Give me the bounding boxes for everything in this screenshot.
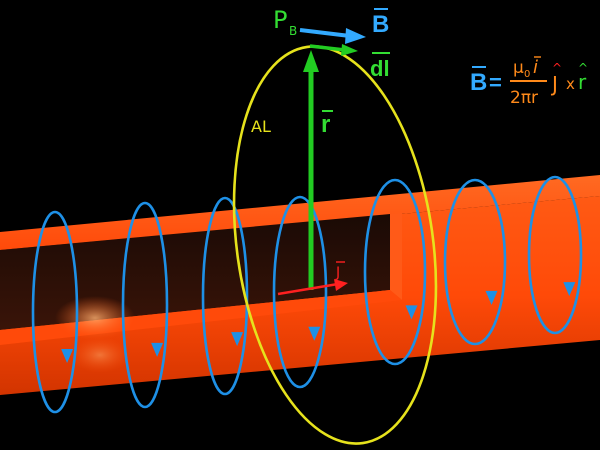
point-label: P xyxy=(273,6,287,34)
field-vector-arrowhead xyxy=(345,28,366,44)
j-hat-caret: ^ xyxy=(552,61,562,75)
field-vector-arrow xyxy=(299,28,351,38)
equation-mu-subscript: 0 xyxy=(524,69,530,80)
equation-cross: x xyxy=(566,75,575,93)
magnetic-field-lines xyxy=(31,175,583,414)
equation-lhs: B xyxy=(470,69,487,96)
field-loop xyxy=(527,175,583,335)
field-loop xyxy=(443,178,507,346)
current-density-arrowhead xyxy=(334,279,348,291)
field-loop-arrowhead xyxy=(308,326,321,341)
conductor-glow xyxy=(55,296,135,340)
field-loop xyxy=(121,201,169,409)
point-label-subscript: B xyxy=(289,24,297,38)
field-loop-arrowhead xyxy=(61,349,74,363)
field-loop-arrowhead xyxy=(151,342,164,357)
conductor-glow-lower xyxy=(70,337,130,373)
field-loop xyxy=(201,196,249,396)
conductor-top-face xyxy=(0,175,600,250)
field-loop-arrowhead xyxy=(405,305,418,320)
labels: P B B dl r J AL xyxy=(251,6,390,281)
line-element-arrowhead xyxy=(341,44,358,56)
amperian-loop-label: AL xyxy=(251,117,271,136)
field-loop xyxy=(31,210,79,414)
radius-vector-arrowhead xyxy=(303,50,319,72)
equation-equals: = xyxy=(489,70,502,95)
line-element-arrow xyxy=(309,44,346,52)
field-loop-arrowhead xyxy=(231,332,244,347)
field-loop xyxy=(363,178,427,366)
equation-r-hat: r xyxy=(578,70,587,94)
element-label: dl xyxy=(370,56,390,81)
amperian-loop xyxy=(232,45,438,445)
field-loop-arrowhead xyxy=(563,282,576,297)
field-label: B xyxy=(372,11,389,38)
field-loop-arrowhead xyxy=(485,290,498,305)
current-density-arrow xyxy=(277,282,339,296)
equation-current: i xyxy=(533,57,538,78)
conductor-bar xyxy=(0,175,600,395)
biot-savart-equation: B = μ 0 i 2πr J ^ x r ^ xyxy=(470,56,588,108)
field-loop xyxy=(272,195,328,389)
r-hat-caret: ^ xyxy=(578,61,588,75)
radius-label: r xyxy=(321,111,330,138)
equation-denominator: 2πr xyxy=(510,88,538,108)
equation-j-hat: J xyxy=(550,72,558,96)
equation-mu: μ xyxy=(513,58,524,78)
current-density-label: J xyxy=(335,265,340,281)
cutaway-inner-wall xyxy=(390,213,402,300)
